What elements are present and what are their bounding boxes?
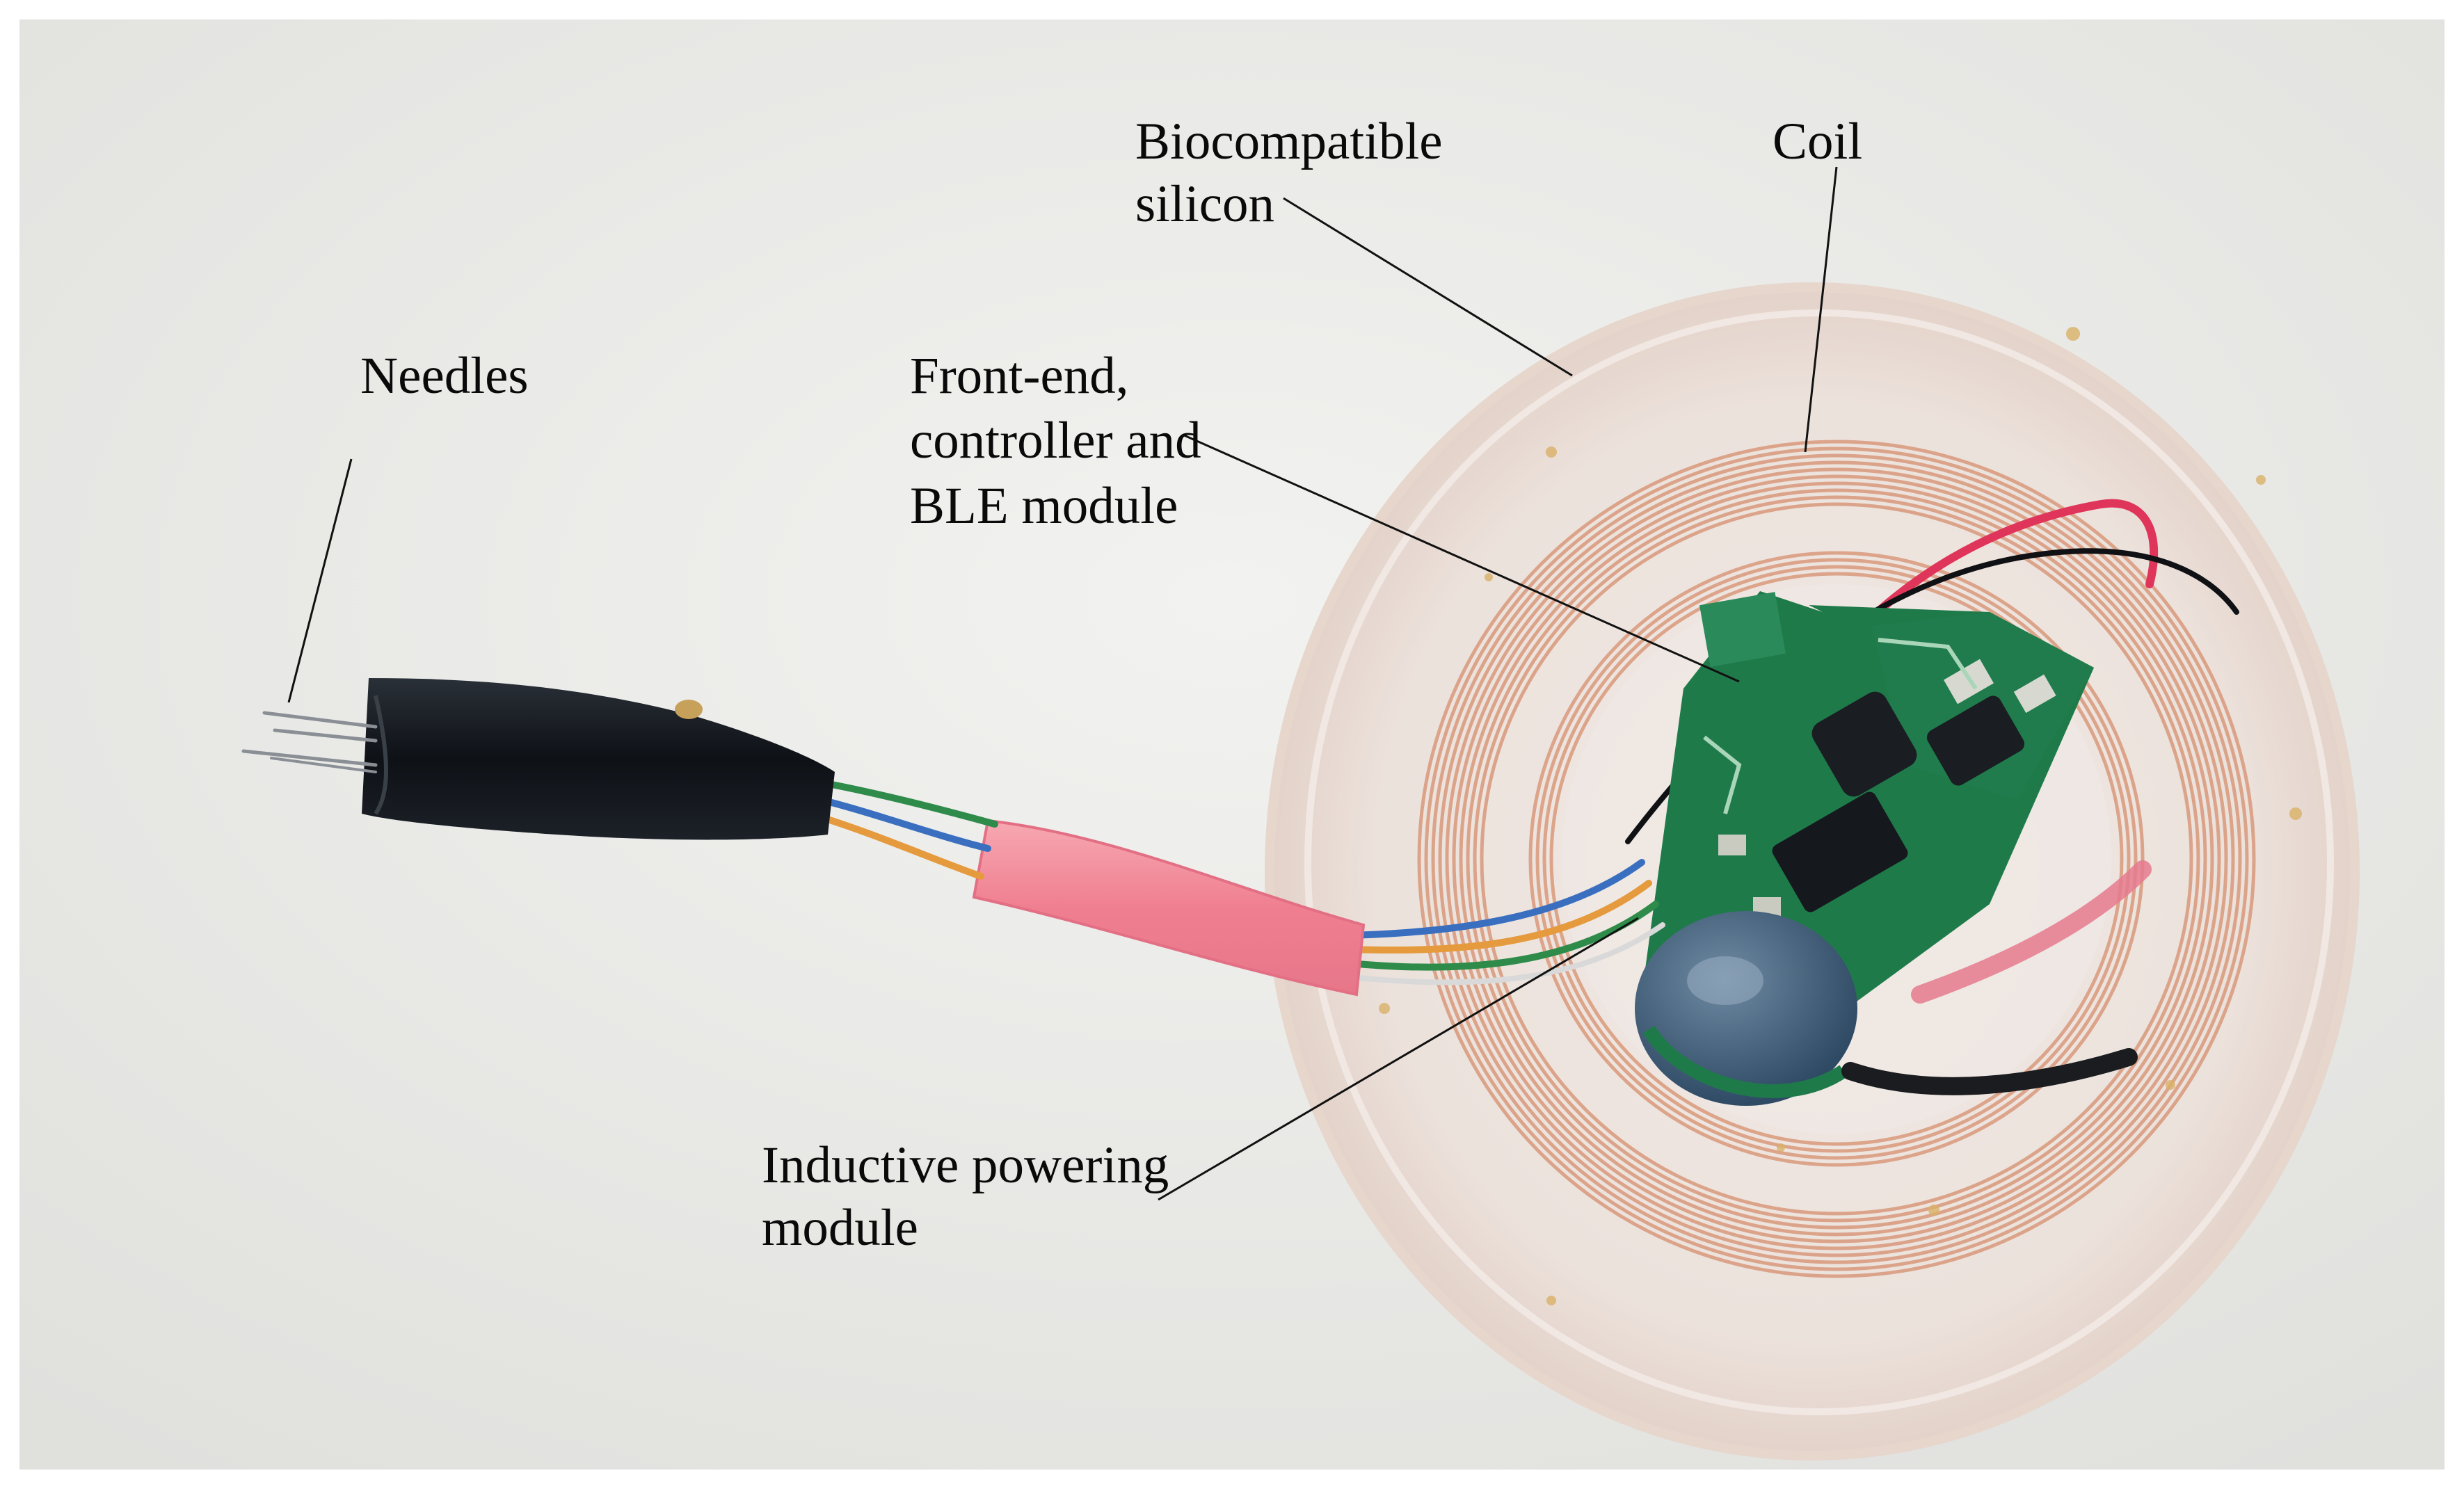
coil	[1417, 440, 2256, 1278]
label-inductive-line2: module	[762, 1199, 918, 1257]
black-wire-lower	[1841, 1048, 2138, 1095]
label-inductive-line1: Inductive powering	[762, 1136, 1169, 1194]
label-coil: Coil	[1773, 113, 1862, 170]
silicone-specks	[1379, 327, 2302, 1305]
probe-wires	[817, 779, 998, 880]
needles	[241, 711, 378, 773]
label-biocompatible-line1: Biocompatible	[1135, 113, 1443, 170]
label-frontend-line2: controller and	[910, 412, 1201, 469]
leader-inductive	[1158, 917, 1639, 1201]
leader-frontend	[1182, 433, 1740, 683]
wire-bundle	[1346, 859, 1665, 985]
label-frontend-line1: Front-end,	[910, 347, 1129, 405]
red-wire-lower	[1911, 860, 2152, 1004]
label-biocompatible-line2: silicon	[1135, 175, 1274, 233]
label-needles: Needles	[360, 347, 529, 405]
label-frontend-line3: BLE module	[910, 477, 1178, 535]
leader-needles	[287, 458, 353, 703]
leader-lines	[287, 166, 1838, 1201]
inductive-module	[1635, 911, 1857, 1106]
pink-cable	[972, 819, 1366, 997]
leader-coil	[1804, 166, 1838, 453]
leader-biocompatible	[1283, 197, 1573, 377]
black-probe	[362, 678, 835, 840]
